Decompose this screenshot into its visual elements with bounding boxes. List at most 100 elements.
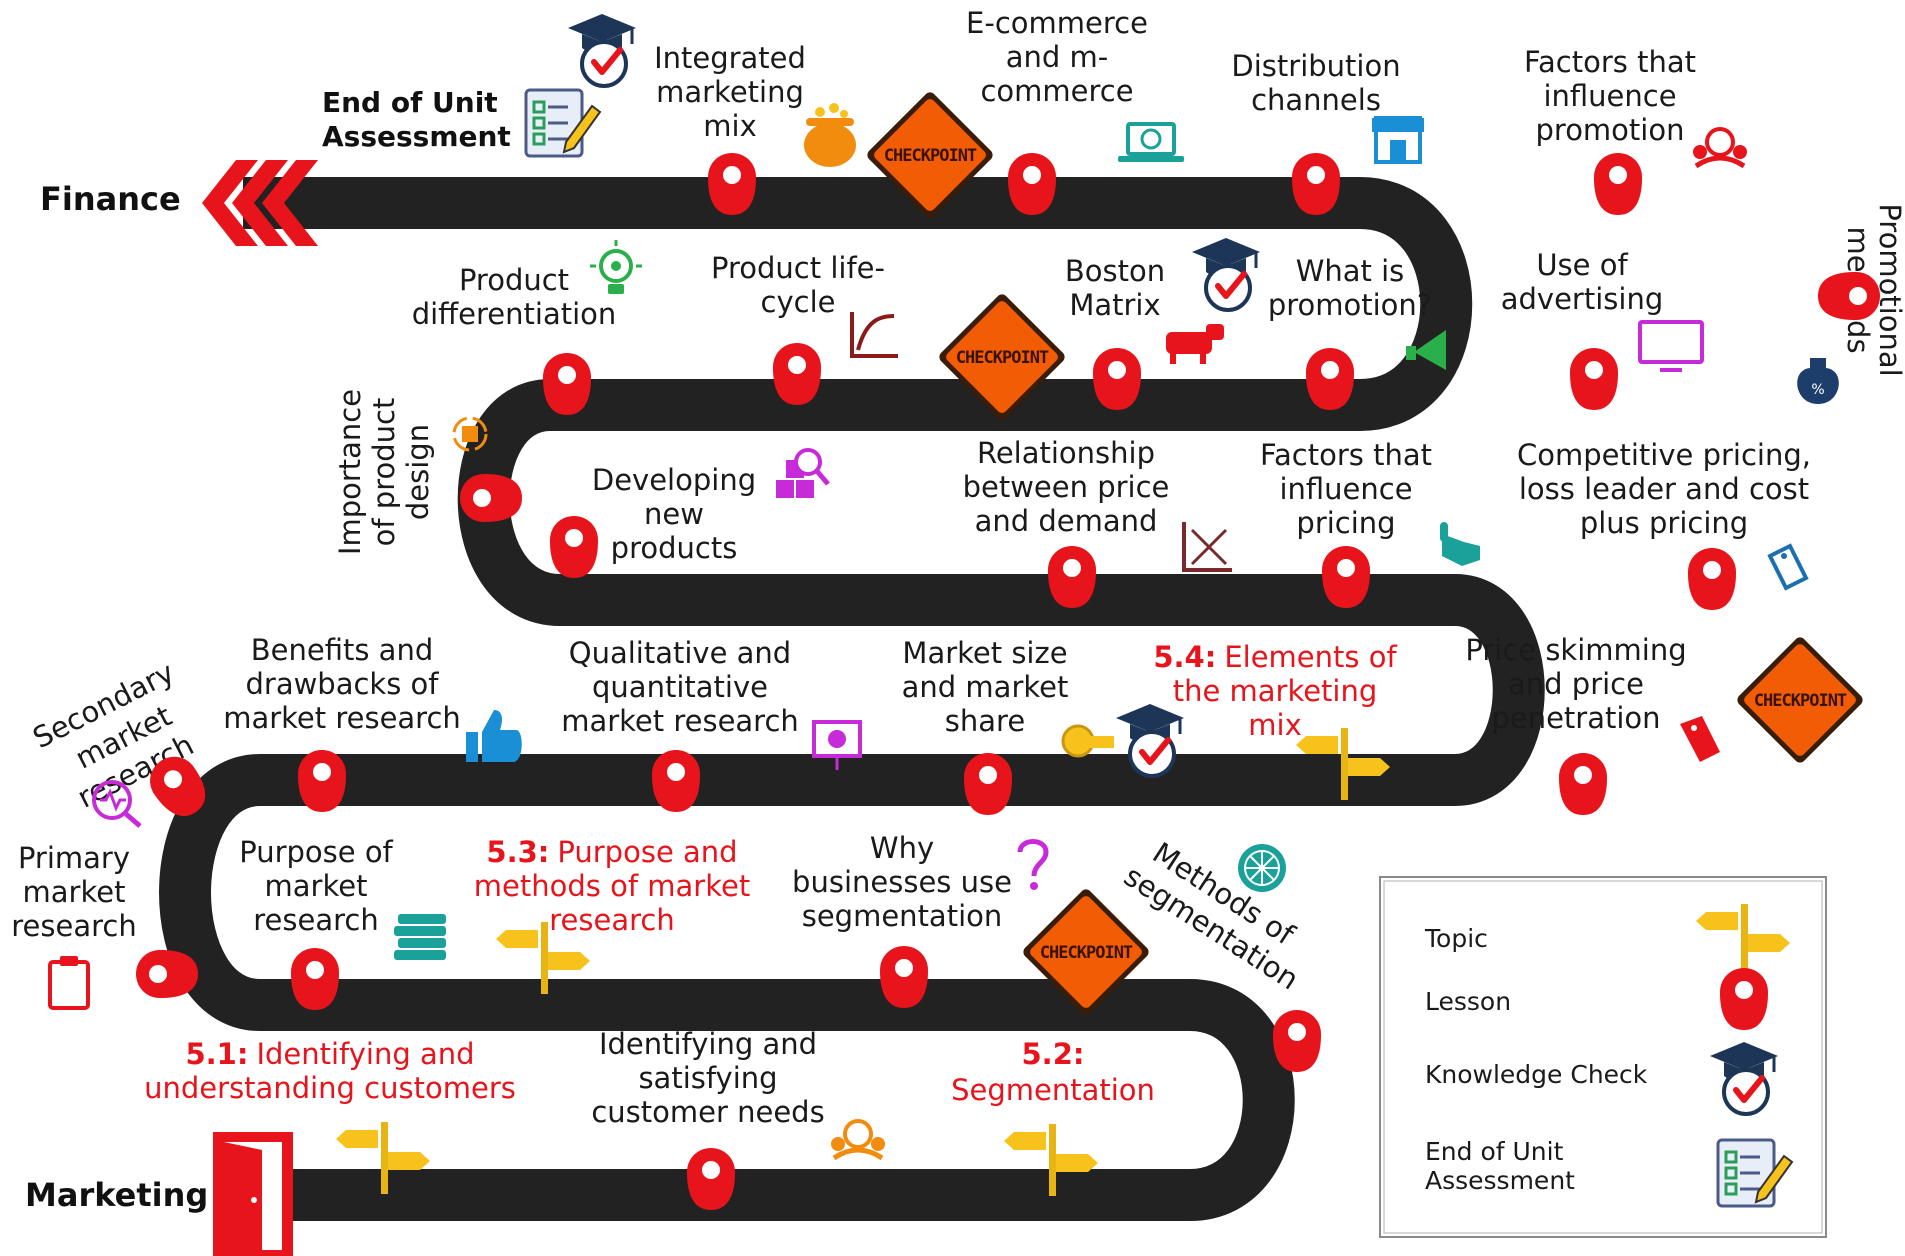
lesson-pin[interactable] — [136, 950, 198, 998]
svg-text:and market: and market — [902, 670, 1069, 704]
lesson-label: Competitive pricing, — [1517, 438, 1811, 472]
lesson-label: Use of — [1536, 248, 1628, 282]
lesson-label: products — [611, 531, 738, 565]
chevrons-left-icon — [202, 160, 318, 246]
svg-text:pricing: pricing — [1296, 506, 1395, 540]
graduation-cap-check-icon — [1192, 238, 1260, 310]
books-icon — [394, 914, 446, 960]
svg-text:advertising: advertising — [1501, 282, 1664, 316]
svg-text:research: research — [253, 903, 378, 937]
lesson-label: drawbacks of — [245, 667, 439, 701]
lesson-pin[interactable] — [1688, 548, 1736, 610]
lesson-label: Factors that — [1260, 438, 1432, 472]
end-of-unit-label-1: End of Unit — [322, 86, 498, 119]
svg-text:of product: of product — [367, 398, 401, 547]
lesson-pin[interactable] — [652, 750, 700, 812]
lesson-label: satisfying — [638, 1061, 777, 1095]
lesson-label: Boston — [1065, 254, 1165, 288]
lesson-label: channels — [1251, 83, 1381, 117]
lesson-label: pricing — [1296, 506, 1395, 540]
svg-text:and m-: and m- — [1006, 40, 1109, 74]
legend-end-label-1: End of Unit — [1425, 1137, 1564, 1166]
svg-text:drawbacks of: drawbacks of — [245, 667, 439, 701]
checkpoint-label: CHECKPOINT — [884, 146, 977, 166]
lesson-label: market — [265, 869, 368, 903]
svg-text:Purpose of: Purpose of — [239, 835, 393, 869]
svg-text:E-commerce: E-commerce — [966, 6, 1148, 40]
lesson-pin[interactable] — [1570, 348, 1618, 410]
lesson-pin[interactable] — [291, 948, 339, 1010]
lesson-label: differentiation — [412, 297, 617, 331]
lesson-label: research — [253, 903, 378, 937]
svg-text:Market size: Market size — [902, 636, 1067, 670]
svg-text:businesses use: businesses use — [792, 865, 1012, 899]
clipboard-icon — [48, 956, 90, 1010]
lesson-pin[interactable] — [543, 353, 591, 415]
hand-pointer-icon — [1440, 522, 1480, 566]
thumbs-up-icon — [466, 710, 522, 762]
lesson-pin[interactable] — [1306, 348, 1354, 410]
svg-text:Benefits and: Benefits and — [251, 633, 433, 667]
lesson-pin[interactable] — [1594, 153, 1642, 215]
lesson-label: design — [401, 424, 435, 520]
svg-text:and demand: and demand — [975, 504, 1158, 538]
svg-text:Factors that: Factors that — [1260, 438, 1432, 472]
lesson-label: of product — [367, 398, 401, 547]
legend-knowledge-label: Knowledge Check — [1425, 1060, 1648, 1089]
people-group-icon — [1693, 127, 1747, 169]
lesson-pin[interactable] — [1273, 1010, 1321, 1072]
svg-text:market research: market research — [223, 701, 461, 735]
lesson-label: advertising — [1501, 282, 1664, 316]
lesson-pin[interactable] — [1322, 546, 1370, 608]
boxes-search-icon — [776, 448, 830, 498]
lesson-pin[interactable] — [687, 1148, 735, 1210]
legend-end-label-2: Assessment — [1425, 1166, 1575, 1195]
svg-text:and price: and price — [1508, 667, 1644, 701]
svg-text:understanding customers: understanding customers — [144, 1071, 516, 1105]
lesson-label: new — [644, 497, 704, 531]
monitor-icon — [1638, 320, 1704, 372]
svg-text:mix: mix — [1248, 708, 1301, 742]
svg-text:%: % — [1811, 382, 1824, 398]
svg-text:Developing: Developing — [592, 463, 756, 497]
lesson-label: Factors that — [1524, 45, 1696, 79]
lesson-label: Relationship — [977, 436, 1155, 470]
lesson-pin[interactable] — [964, 753, 1012, 815]
svg-text:Matrix: Matrix — [1069, 288, 1160, 322]
lesson-pin[interactable] — [1093, 348, 1141, 410]
cow-icon — [1166, 324, 1224, 364]
svg-text:Importance: Importance — [333, 389, 367, 555]
svg-text:channels: channels — [1251, 83, 1381, 117]
lesson-pin[interactable] — [1559, 753, 1607, 815]
svg-text:plus pricing: plus pricing — [1580, 506, 1748, 540]
storefront-icon — [1372, 116, 1424, 164]
lesson-label: share — [945, 704, 1025, 738]
svg-text:Product life-: Product life- — [711, 251, 885, 285]
citrus-slice-icon — [1238, 844, 1286, 892]
lesson-pin[interactable] — [1292, 153, 1340, 215]
lesson-pin[interactable] — [460, 474, 522, 522]
lesson-pin[interactable] — [773, 343, 821, 405]
door-exit-icon — [213, 1132, 293, 1256]
lesson-pin[interactable] — [1008, 153, 1056, 215]
svg-text:mix: mix — [703, 109, 756, 143]
lesson-label: marketing — [656, 75, 804, 109]
lesson-pin[interactable] — [708, 153, 756, 215]
lesson-pin[interactable] — [298, 750, 346, 812]
magnify-pulse-icon — [92, 780, 142, 828]
svg-text:Primary: Primary — [18, 841, 130, 875]
lesson-pin[interactable] — [1048, 546, 1096, 608]
lesson-pin[interactable] — [550, 516, 598, 578]
svg-text:Relationship: Relationship — [977, 436, 1155, 470]
svg-text:penetration: penetration — [1491, 701, 1660, 735]
lesson-label: between price — [963, 470, 1170, 504]
svg-text:satisfying: satisfying — [638, 1061, 777, 1095]
topic-title: research — [549, 903, 674, 937]
topic-number: 5.3: — [486, 835, 549, 869]
lesson-pin[interactable] — [880, 946, 928, 1008]
lesson-label: Qualitative and — [569, 636, 791, 670]
lesson-label: What is — [1296, 254, 1405, 288]
lesson-pin[interactable] — [1818, 272, 1880, 320]
money-bag-icon: % — [1797, 358, 1839, 404]
